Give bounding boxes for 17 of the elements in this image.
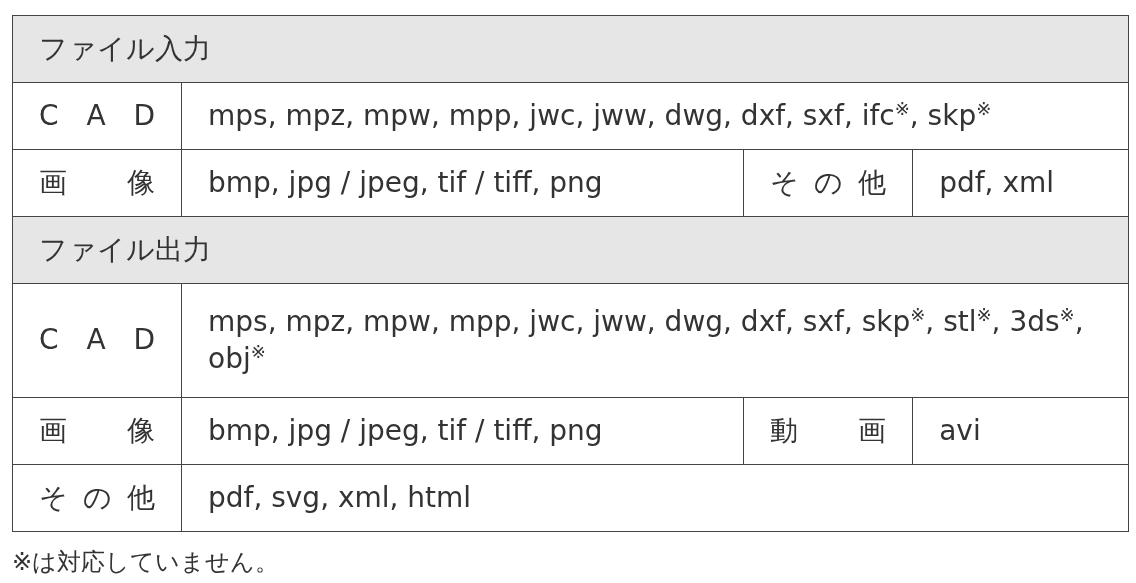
section-heading: ファイル出力 — [12, 216, 1129, 284]
category-label: C A D — [12, 82, 182, 150]
format-list: avi — [912, 397, 1129, 465]
format-list: bmp, jpg / jpeg, tif / tiff, png — [181, 397, 744, 465]
format-list: pdf, xml — [912, 149, 1129, 217]
category-label: そ の 他 — [12, 464, 182, 532]
format-list: bmp, jpg / jpeg, tif / tiff, png — [181, 149, 744, 217]
category-label: 動 画 — [743, 397, 913, 465]
format-list: mps, mpz, mpw, mpp, jwc, jww, dwg, dxf, sxf, skp$^{※}$, stl$^{※}$, 3ds$^{※}$, obj$^{※}$ — [181, 283, 1129, 398]
format-list: mps, mpz, mpw, mpp, jwc, jww, dwg, dxf, sxf, ifc$^{※}$, skp$^{※}$ — [181, 82, 1129, 150]
footnote: ※は対応していません。 — [12, 547, 280, 578]
category-label: 画 像 — [12, 149, 182, 217]
category-label: C A D — [12, 283, 182, 398]
section-heading: ファイル入力 — [12, 15, 1129, 83]
category-label: そ の 他 — [743, 149, 913, 217]
format-list: pdf, svg, xml, html — [181, 464, 1129, 532]
category-label: 画 像 — [12, 397, 182, 465]
